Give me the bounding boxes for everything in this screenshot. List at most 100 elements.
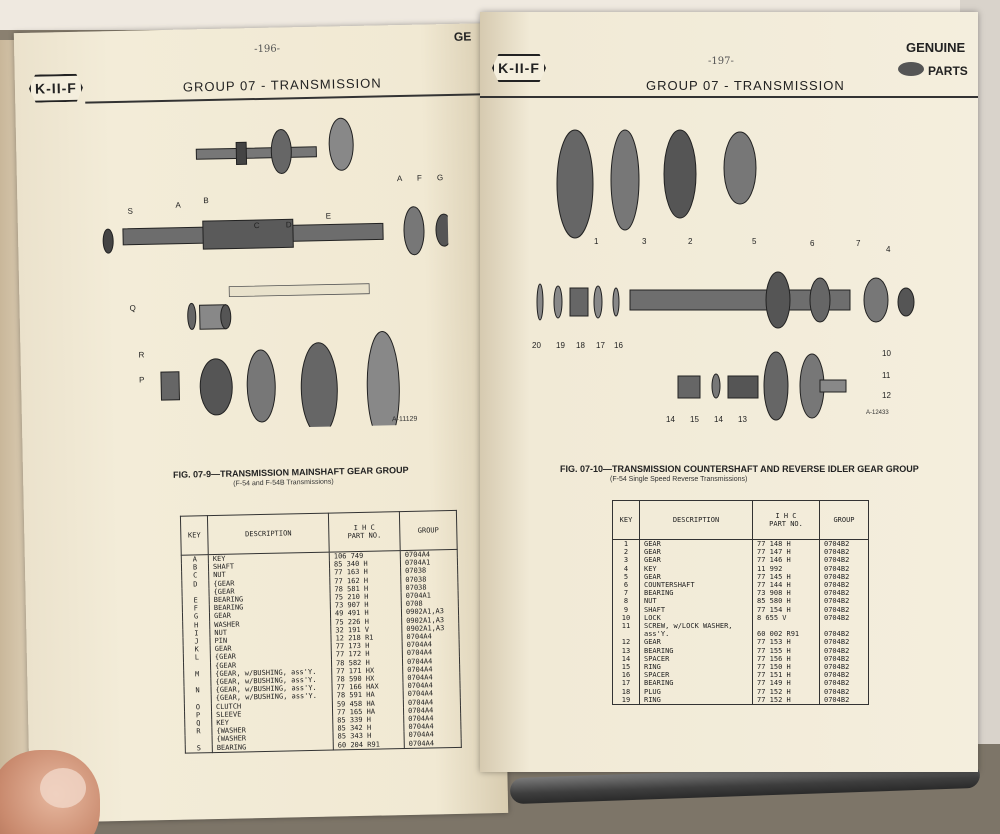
svg-text:B: B [203,196,209,205]
svg-text:E: E [326,211,332,220]
cell-group: 0704B2 [819,654,869,664]
svg-text:A: A [397,174,403,183]
cell-description: SPACER [639,654,753,664]
cell-key: S [185,743,213,754]
cell-group: 0704B2 [819,646,869,655]
cell-group: 0704B2 [819,679,869,688]
left-genuine-fragment: GE [453,29,472,44]
right-diagram-code: A-12433 [866,410,889,416]
right-col-part-no: I H C PART NO. [752,500,820,540]
cell-description: SHAFT [639,605,753,614]
cell-description: GEAR [639,638,753,647]
diagram-labels: S A B A F G C D E Q R P O N M L K [127,173,443,431]
cell-group: 0704B2 [819,581,869,590]
cell-group: 0704B2 [819,663,869,672]
left-page-number: -196- [254,43,281,56]
svg-text:2: 2 [688,237,693,246]
ih-badge-icon [898,62,924,76]
cell-description: GEAR [639,556,753,565]
cell-group: 0704B2 [819,564,869,573]
cell-part-no: 77 146 H [752,556,820,565]
cell-part-no: 77 148 H [752,539,820,549]
top-gears [556,129,757,239]
right-diagram-labels: 1 3 2 5 6 7 4 20 19 18 17 16 10 11 12 14… [532,237,891,424]
cell-key: 1 [612,539,640,549]
main-shaft [102,206,453,256]
cell-group: 0704B2 [819,572,869,582]
cell-key [612,630,640,639]
left-figure-subcaption: (F-54 and F-54B Transmissions) [233,478,334,488]
cell-description: GEAR [639,539,753,549]
svg-text:13: 13 [738,415,747,424]
right-kiif-logo: K-II-F [492,54,546,82]
svg-text:R: R [138,350,144,359]
cell-description: NUT [639,597,753,606]
cell-part-no: 77 153 H [752,638,820,647]
upper-shaft [195,117,354,175]
left-col-part-no-top: I H C [353,523,375,532]
right-page: -197- K-II-F GROUP 07 - TRANSMISSION GEN… [480,12,978,772]
cell-part-no: 77 144 H [752,581,820,590]
cell-key: 7 [612,589,640,598]
cell-group: 0704A4 [404,738,462,749]
bottom-gears [160,330,400,432]
cell-key: 6 [612,581,640,590]
right-genuine: GENUINE [906,40,966,55]
rings-group [536,283,620,321]
cell-part-no: 77 147 H [752,548,820,557]
cell-part-no: 77 152 H [752,695,820,706]
svg-text:C: C [254,221,260,230]
svg-text:P: P [139,375,145,384]
left-kiif-logo: K-II-F [29,74,84,103]
cell-key: 2 [612,548,640,557]
left-group-title: GROUP 07 - TRANSMISSION [182,75,382,95]
reverse-idler [677,351,847,421]
cell-description: SPACER [639,671,753,680]
right-parts: PARTS [928,64,968,78]
left-col-key: KEY [180,515,209,556]
svg-text:A: A [175,201,181,210]
cell-description: RING [639,695,753,706]
cell-description: PLUG [639,687,753,696]
svg-text:12: 12 [882,391,891,400]
svg-text:6: 6 [810,239,815,248]
cell-key: 11 [612,622,640,631]
svg-text:3: 3 [642,237,647,246]
svg-text:1: 1 [594,237,599,246]
svg-text:15: 15 [690,415,699,424]
cell-group [819,622,869,631]
cell-description: SCREW, w/LOCK WASHER, [639,622,753,631]
svg-text:18: 18 [576,341,585,350]
left-col-part-no: I H C PART NO. [328,511,401,553]
cell-group: 0704B2 [819,695,869,706]
cell-key: 12 [612,638,640,647]
left-diagram-code: A-11129 [392,416,418,424]
cell-part-no: 60 002 R91 [752,630,820,639]
right-col-description: DESCRIPTION [639,500,753,540]
cell-part-no: 85 580 H [752,597,820,606]
cell-group: 0704B2 [819,556,869,565]
left-col-group: GROUP [399,510,458,551]
cell-group: 0704B2 [819,548,869,557]
mainshaft-gear-diagram: S A B A F G C D E Q R P O N M L K A-1112… [102,117,453,432]
right-header-rule [480,96,978,98]
right-figure-caption: FIG. 07-10—TRANSMISSION COUNTERSHAFT AND… [560,464,919,474]
cell-part-no: 60 204 R91 [333,739,405,750]
svg-text:4: 4 [886,245,891,254]
cell-part-no: 77 151 H [752,671,820,680]
